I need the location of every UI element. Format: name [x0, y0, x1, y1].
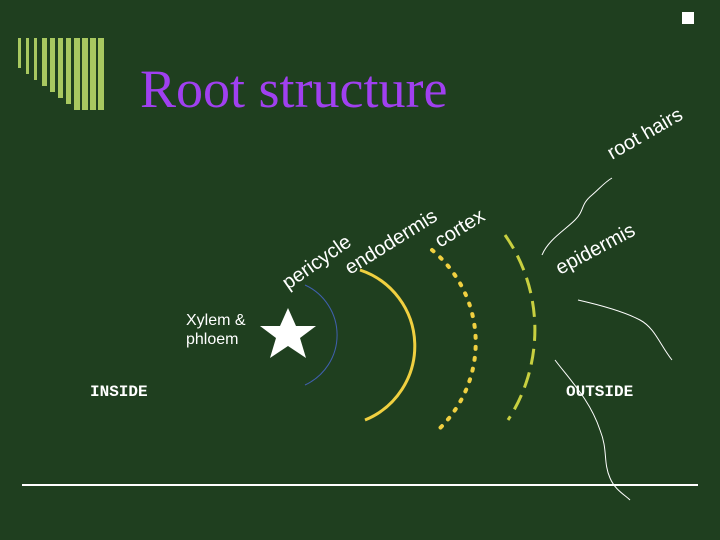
label-inside: INSIDE	[90, 383, 148, 401]
decorative-bar	[18, 38, 21, 68]
decorative-bar	[34, 38, 37, 80]
label-xylem-line1: Xylem &	[186, 312, 246, 329]
corner-square	[682, 12, 694, 24]
epidermis-arc	[503, 234, 537, 421]
label-endodermis: endodermis	[341, 205, 441, 279]
label-cortex: cortex	[431, 205, 489, 253]
decorative-bar	[74, 38, 80, 110]
label-xylem-line2: phloem	[186, 331, 239, 348]
xylem-phloem-star	[260, 308, 316, 358]
decorative-bar	[26, 38, 29, 74]
decorative-bar	[98, 38, 104, 110]
endodermis-arc	[359, 268, 417, 422]
root-hair-right	[577, 299, 673, 361]
root-hair-bottom	[554, 359, 631, 501]
label-outside: OUTSIDE	[566, 383, 634, 401]
decorative-bar	[82, 38, 88, 110]
root-hair-top	[541, 177, 613, 256]
decorative-bar	[50, 38, 55, 92]
decorative-bar	[58, 38, 63, 98]
label-root-hairs: root hairs	[604, 104, 687, 165]
decorative-bar	[42, 38, 47, 86]
pericycle-arc	[304, 284, 338, 386]
cortex-arc	[430, 248, 478, 432]
decorative-bar	[90, 38, 96, 110]
label-xylem-phloem: Xylem & phloem	[186, 311, 246, 349]
decorative-bars	[18, 38, 104, 110]
decorative-bar	[66, 38, 71, 104]
page-title: Root structure	[140, 59, 448, 119]
